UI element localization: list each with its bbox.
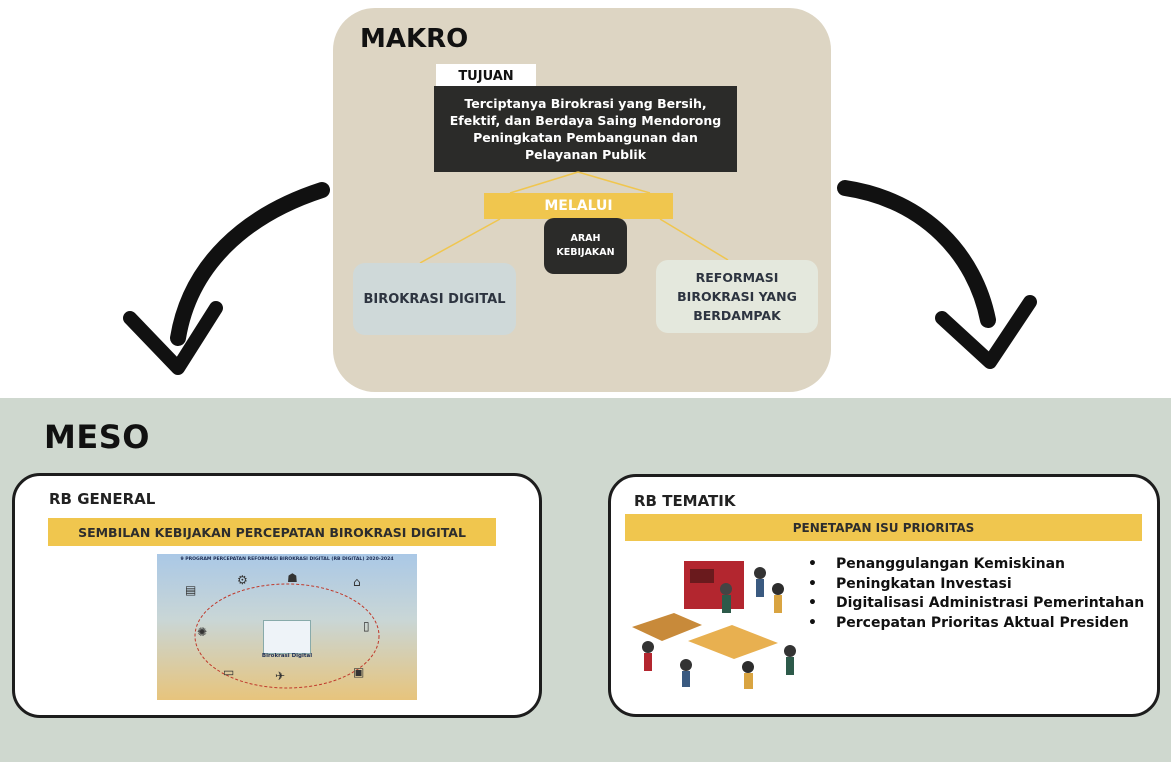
left-arrowhead: [123, 301, 223, 375]
list-item: Percepatan Prioritas Aktual Presiden: [804, 614, 1144, 634]
connector-melalui-right: [659, 218, 729, 261]
phone-icon: ▭: [223, 665, 235, 679]
makro-title: MAKRO: [360, 24, 469, 54]
people-icon: ☗: [287, 571, 298, 585]
tujuan-label: TUJUAN: [436, 64, 536, 88]
building-icon: ⌂: [353, 575, 361, 589]
infographic-cycle: [194, 583, 380, 689]
list-item: Peningkatan Investasi: [804, 575, 1144, 595]
gears-icon: ⚙: [237, 573, 248, 587]
infographic-center-label: Birokrasi Digital: [261, 653, 313, 659]
document-icon: ▤: [185, 583, 197, 597]
arah-kebijakan-box: ARAH KEBIJAKAN: [544, 218, 627, 274]
satellite-icon: ✈: [275, 669, 286, 683]
meso-title: MESO: [44, 418, 150, 456]
infographic-center-screen: [263, 620, 311, 654]
right-curved-arrow: [837, 180, 996, 328]
reformasi-berdampak-box: REFORMASI BIROKRASI YANG BERDAMPAK: [656, 260, 818, 333]
briefcase-icon: ▣: [353, 665, 365, 679]
network-icon: ✺: [197, 625, 208, 639]
connector-tujuan-melalui-left: [509, 171, 579, 194]
melalui-banner: MELALUI: [484, 193, 673, 219]
birokrasi-digital-infographic: 9 PROGRAM PERCEPATAN REFORMASI BIROKRASI…: [157, 554, 417, 700]
tujuan-statement: Terciptanya Birokrasi yang Bersih, Efekt…: [434, 86, 737, 172]
infographic-title: 9 PROGRAM PERCEPATAN REFORMASI BIROKRASI…: [180, 557, 394, 562]
isu-prioritas-list: Penanggulangan Kemiskinan Peningkatan In…: [804, 555, 1144, 633]
rb-general-title: RB GENERAL: [49, 490, 156, 508]
birokrasi-digital-box: BIROKRASI DIGITAL: [353, 263, 516, 335]
list-item: Penanggulangan Kemiskinan: [804, 555, 1144, 575]
infographic-cycle-ring: [194, 583, 380, 689]
left-curved-arrow: [170, 182, 330, 346]
tablet-icon: ▯: [363, 619, 370, 633]
rb-tematik-title: RB TEMATIK: [634, 492, 736, 510]
teamwork-illustration: [632, 561, 796, 689]
rb-general-banner: SEMBILAN KEBIJAKAN PERCEPATAN BIROKRASI …: [48, 518, 496, 546]
list-item: Digitalisasi Administrasi Pemerintahan: [804, 594, 1144, 614]
right-arrowhead: [935, 295, 1037, 369]
connector-tujuan-melalui-right: [577, 171, 651, 194]
connector-melalui-left: [419, 218, 501, 264]
rb-tematik-banner: PENETAPAN ISU PRIORITAS: [625, 514, 1142, 541]
